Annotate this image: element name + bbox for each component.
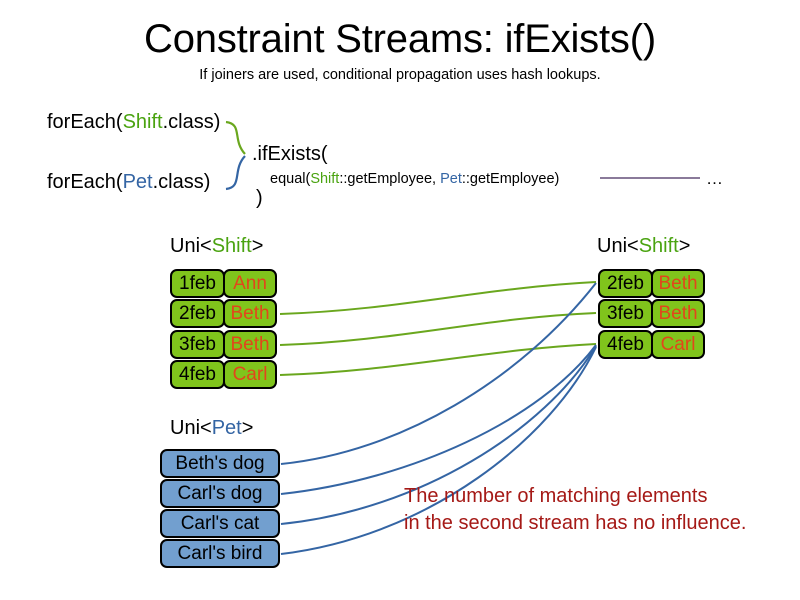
code-ifexists-open: .ifExists( xyxy=(252,143,328,165)
label-uni-pet-left: Uni<Pet> xyxy=(170,416,253,440)
code-equal-prefix: equal( xyxy=(270,171,311,187)
code-foreach-shift-prefix: forEach( xyxy=(47,111,123,133)
cell-person: Beth xyxy=(223,299,277,328)
annotation-note: The number of matching elements in the s… xyxy=(404,483,746,537)
cell-date: 3feb xyxy=(598,299,653,328)
table-row: 2feb Beth xyxy=(170,299,277,328)
cell-pet: Beth's dog xyxy=(160,449,280,478)
cell-date: 2feb xyxy=(598,269,653,298)
table-row: 3feb Beth xyxy=(170,330,277,359)
cell-date: 4feb xyxy=(170,360,225,389)
table-row: 2feb Beth xyxy=(598,269,705,298)
table-row: 4feb Carl xyxy=(170,360,277,389)
label-uni-shift-left: Uni<Shift> xyxy=(170,234,263,258)
table-row: 4feb Carl xyxy=(598,330,705,359)
cell-date: 1feb xyxy=(170,269,225,298)
label-suffix: > xyxy=(241,417,254,439)
code-foreach-pet-suffix: .class) xyxy=(152,171,211,193)
table-row: 3feb Beth xyxy=(598,299,705,328)
code-foreach-shift: forEach(Shift.class) xyxy=(47,110,220,134)
cell-pet: Carl's dog xyxy=(160,479,280,508)
label-type-shift: Shift xyxy=(211,235,252,257)
label-suffix: > xyxy=(251,235,264,257)
cell-person: Beth xyxy=(651,269,705,298)
cell-person: Ann xyxy=(223,269,277,298)
label-uni-shift-right: Uni<Shift> xyxy=(597,234,690,258)
label-suffix: > xyxy=(678,235,691,257)
cell-date: 4feb xyxy=(598,330,653,359)
cell-person: Beth xyxy=(223,330,277,359)
brace-lower-blue xyxy=(225,155,246,191)
label-prefix: Uni< xyxy=(170,417,212,439)
code-close-paren: ) xyxy=(256,187,263,209)
annotation-line-1: The number of matching elements xyxy=(404,485,708,507)
wire-shift-2feb xyxy=(279,281,597,315)
cell-person: Carl xyxy=(651,330,705,359)
cell-date: 3feb xyxy=(170,330,225,359)
code-foreach-pet-prefix: forEach( xyxy=(47,171,123,193)
list-item: Carl's dog xyxy=(160,479,280,508)
label-prefix: Uni< xyxy=(170,235,212,257)
brace-upper-green xyxy=(225,120,246,155)
list-item: Beth's dog xyxy=(160,449,280,478)
code-foreach-pet: forEach(Pet.class) xyxy=(47,170,210,194)
annotation-line-2: in the second stream has no influence. xyxy=(404,512,747,534)
code-equal-joiner: equal(Shift::getEmployee, Pet::getEmploy… xyxy=(270,170,559,188)
wire-shift-3feb xyxy=(279,312,597,346)
table-row: 1feb Ann xyxy=(170,269,277,298)
code-equal-right-method: ::getEmployee) xyxy=(461,171,560,187)
cell-pet: Carl's cat xyxy=(160,509,280,538)
code-equal-right-type: Pet xyxy=(440,171,462,187)
code-foreach-shift-suffix: .class) xyxy=(162,111,221,133)
slide-title: Constraint Streams: ifExists() xyxy=(144,17,656,61)
cell-pet: Carl's bird xyxy=(160,539,280,568)
code-equal-left-method: ::getEmployee, xyxy=(339,171,441,187)
list-item: Carl's bird xyxy=(160,539,280,568)
slide-subtitle: If joiners are used, conditional propaga… xyxy=(199,67,601,83)
code-ellipsis: … xyxy=(706,169,723,188)
code-equal-left-type: Shift xyxy=(310,171,340,187)
wire-pet-carls-dog xyxy=(280,344,597,495)
cell-date: 2feb xyxy=(170,299,225,328)
label-type-pet: Pet xyxy=(211,417,242,439)
code-token-shift: Shift xyxy=(122,111,163,133)
list-item: Carl's cat xyxy=(160,509,280,538)
wire-pet-beths-dog xyxy=(280,282,597,465)
code-token-pet: Pet xyxy=(122,171,153,193)
cell-person: Carl xyxy=(223,360,277,389)
label-prefix: Uni< xyxy=(597,235,639,257)
cell-person: Beth xyxy=(651,299,705,328)
label-type-shift: Shift xyxy=(638,235,679,257)
wire-shift-4feb xyxy=(279,343,597,376)
